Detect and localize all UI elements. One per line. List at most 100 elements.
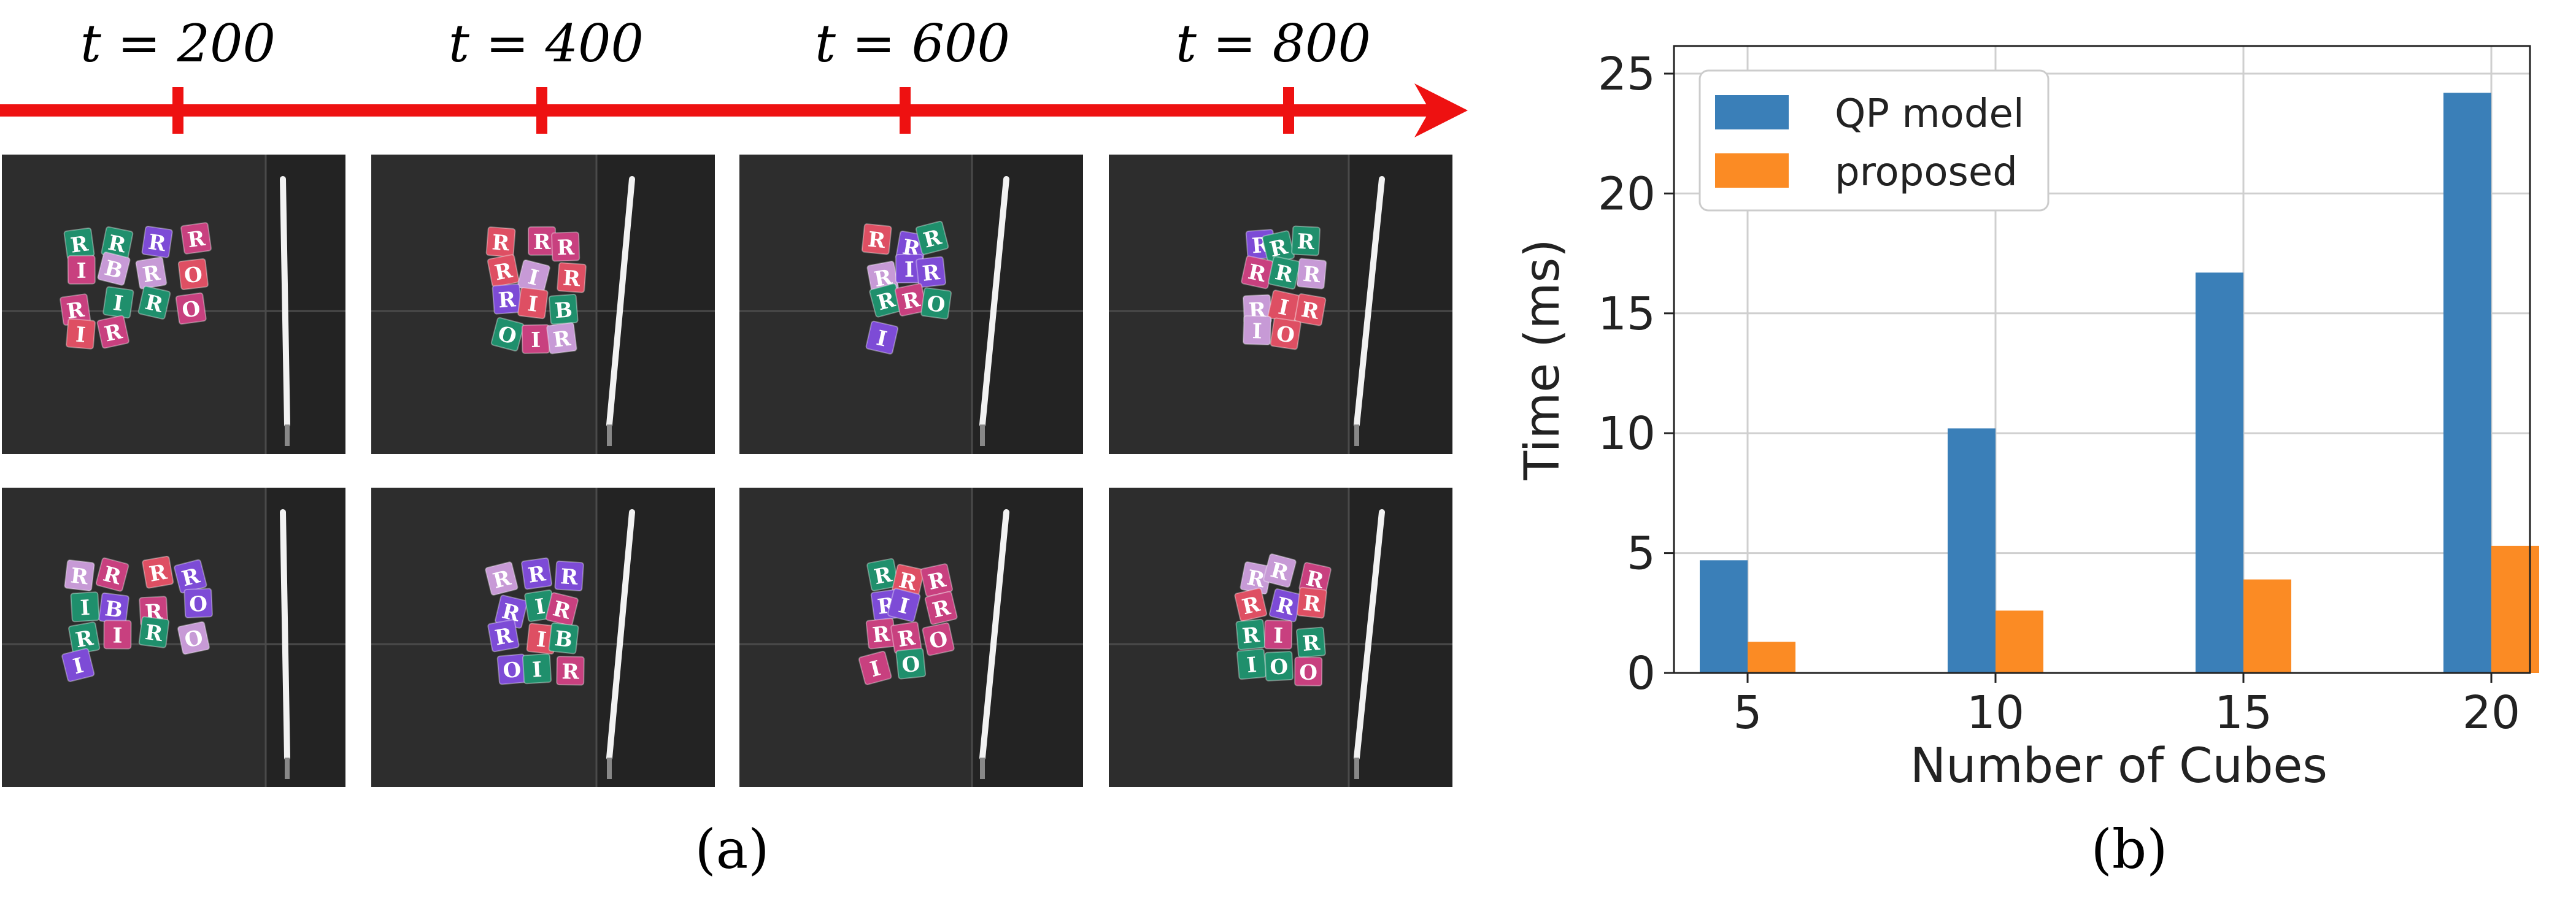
cube-letter: I (526, 291, 539, 317)
bar-proposed (1996, 610, 2043, 673)
cube-face (557, 262, 587, 293)
cube-face (177, 258, 209, 290)
cube: I (521, 324, 550, 354)
cube: R (866, 558, 899, 591)
cube: R (1296, 586, 1327, 619)
cube: B (98, 592, 129, 624)
cube-face (1296, 626, 1326, 658)
cube: R (556, 656, 585, 686)
cube: I (66, 318, 96, 350)
cube: I (103, 620, 132, 650)
cube: R (1263, 553, 1297, 588)
cube-face (548, 293, 579, 325)
cube-face (64, 559, 95, 591)
cube-face (1243, 315, 1272, 345)
cube-letter: R (921, 260, 941, 286)
cube: R (142, 556, 174, 589)
cube-face (1268, 256, 1301, 290)
cube-letter: O (901, 651, 922, 678)
cube: I (1236, 648, 1267, 680)
cube-letter: O (925, 291, 947, 318)
cube-letter: I (112, 291, 125, 317)
cube-face (180, 222, 212, 255)
cube-letter: O (189, 592, 208, 617)
cube-letter: I (535, 627, 547, 652)
timeline-arrow (0, 83, 1468, 137)
chart-axes-frame (1673, 45, 2531, 674)
cube-letter: R (491, 230, 511, 256)
bar-qp-model (1700, 560, 1748, 673)
cube: R (551, 231, 580, 262)
cube-face (135, 256, 168, 290)
scene-shadow (266, 155, 345, 454)
cube-face (924, 591, 958, 625)
cube-face (141, 225, 173, 258)
cube-letter: R (557, 236, 575, 261)
x-tick-label: 5 (1733, 686, 1762, 739)
cube: O (1270, 317, 1301, 350)
cube-letter: R (871, 621, 892, 648)
cube: R (521, 557, 553, 590)
cube-face (915, 220, 949, 255)
cube-face (97, 252, 131, 286)
cube: O (175, 292, 207, 325)
cube-face (920, 287, 952, 320)
cube: O (496, 653, 527, 685)
x-axis-label: Number of Cubes (1910, 739, 2327, 794)
cube-face (138, 616, 170, 648)
cube-letter: I (77, 259, 87, 283)
legend-swatch (1715, 95, 1789, 129)
bar-qp-model (2443, 93, 2491, 673)
cube-letter: I (1273, 623, 1284, 648)
cube: R (492, 283, 522, 315)
cube-face (517, 287, 549, 320)
cube-face (554, 560, 584, 592)
y-axis-label: Time (ms) (1515, 239, 1570, 480)
cube-face (546, 322, 577, 355)
pusher-plate (280, 176, 290, 428)
cube: R (487, 254, 520, 288)
bar-proposed (2491, 545, 2539, 673)
cube: R (1241, 255, 1274, 290)
x-tick-label: 15 (2215, 686, 2272, 739)
cube-letter: O (1275, 321, 1296, 348)
cube: R (1291, 225, 1321, 256)
cube-letter: B (554, 298, 574, 323)
cube: R (1296, 626, 1326, 658)
cube: R (95, 557, 129, 592)
cube: R (1294, 293, 1327, 326)
cube: R (96, 315, 129, 349)
cube-letter: R (1301, 631, 1321, 656)
cube: R (894, 283, 927, 317)
cube-face (487, 254, 520, 288)
chart-legend: QP model proposed (1699, 69, 2050, 212)
cube: R (60, 293, 91, 326)
cube-face (1296, 258, 1327, 290)
cube-letter: I (1252, 319, 1262, 344)
cube: R (180, 222, 212, 255)
scene-shadow (972, 155, 1083, 454)
cube-letter: B (104, 596, 125, 623)
pusher-plate (280, 509, 290, 761)
scene-shadow (596, 488, 715, 787)
cube-letter: R (561, 659, 580, 684)
cube-letter: B (553, 626, 574, 653)
cube: R (1262, 230, 1295, 264)
cube: I (1243, 315, 1272, 345)
y-tick-label: 0 (1627, 647, 1656, 700)
cube-face (922, 622, 955, 656)
cube-face (142, 556, 174, 589)
cube: I (858, 650, 892, 685)
cube: O (177, 258, 209, 290)
cube-face (865, 320, 899, 355)
cube: R (63, 227, 95, 260)
cube: R (869, 283, 903, 318)
cube-face (1294, 656, 1323, 686)
cube: R (68, 621, 101, 655)
legend-swatch (1715, 153, 1789, 188)
cube: R (920, 563, 954, 597)
